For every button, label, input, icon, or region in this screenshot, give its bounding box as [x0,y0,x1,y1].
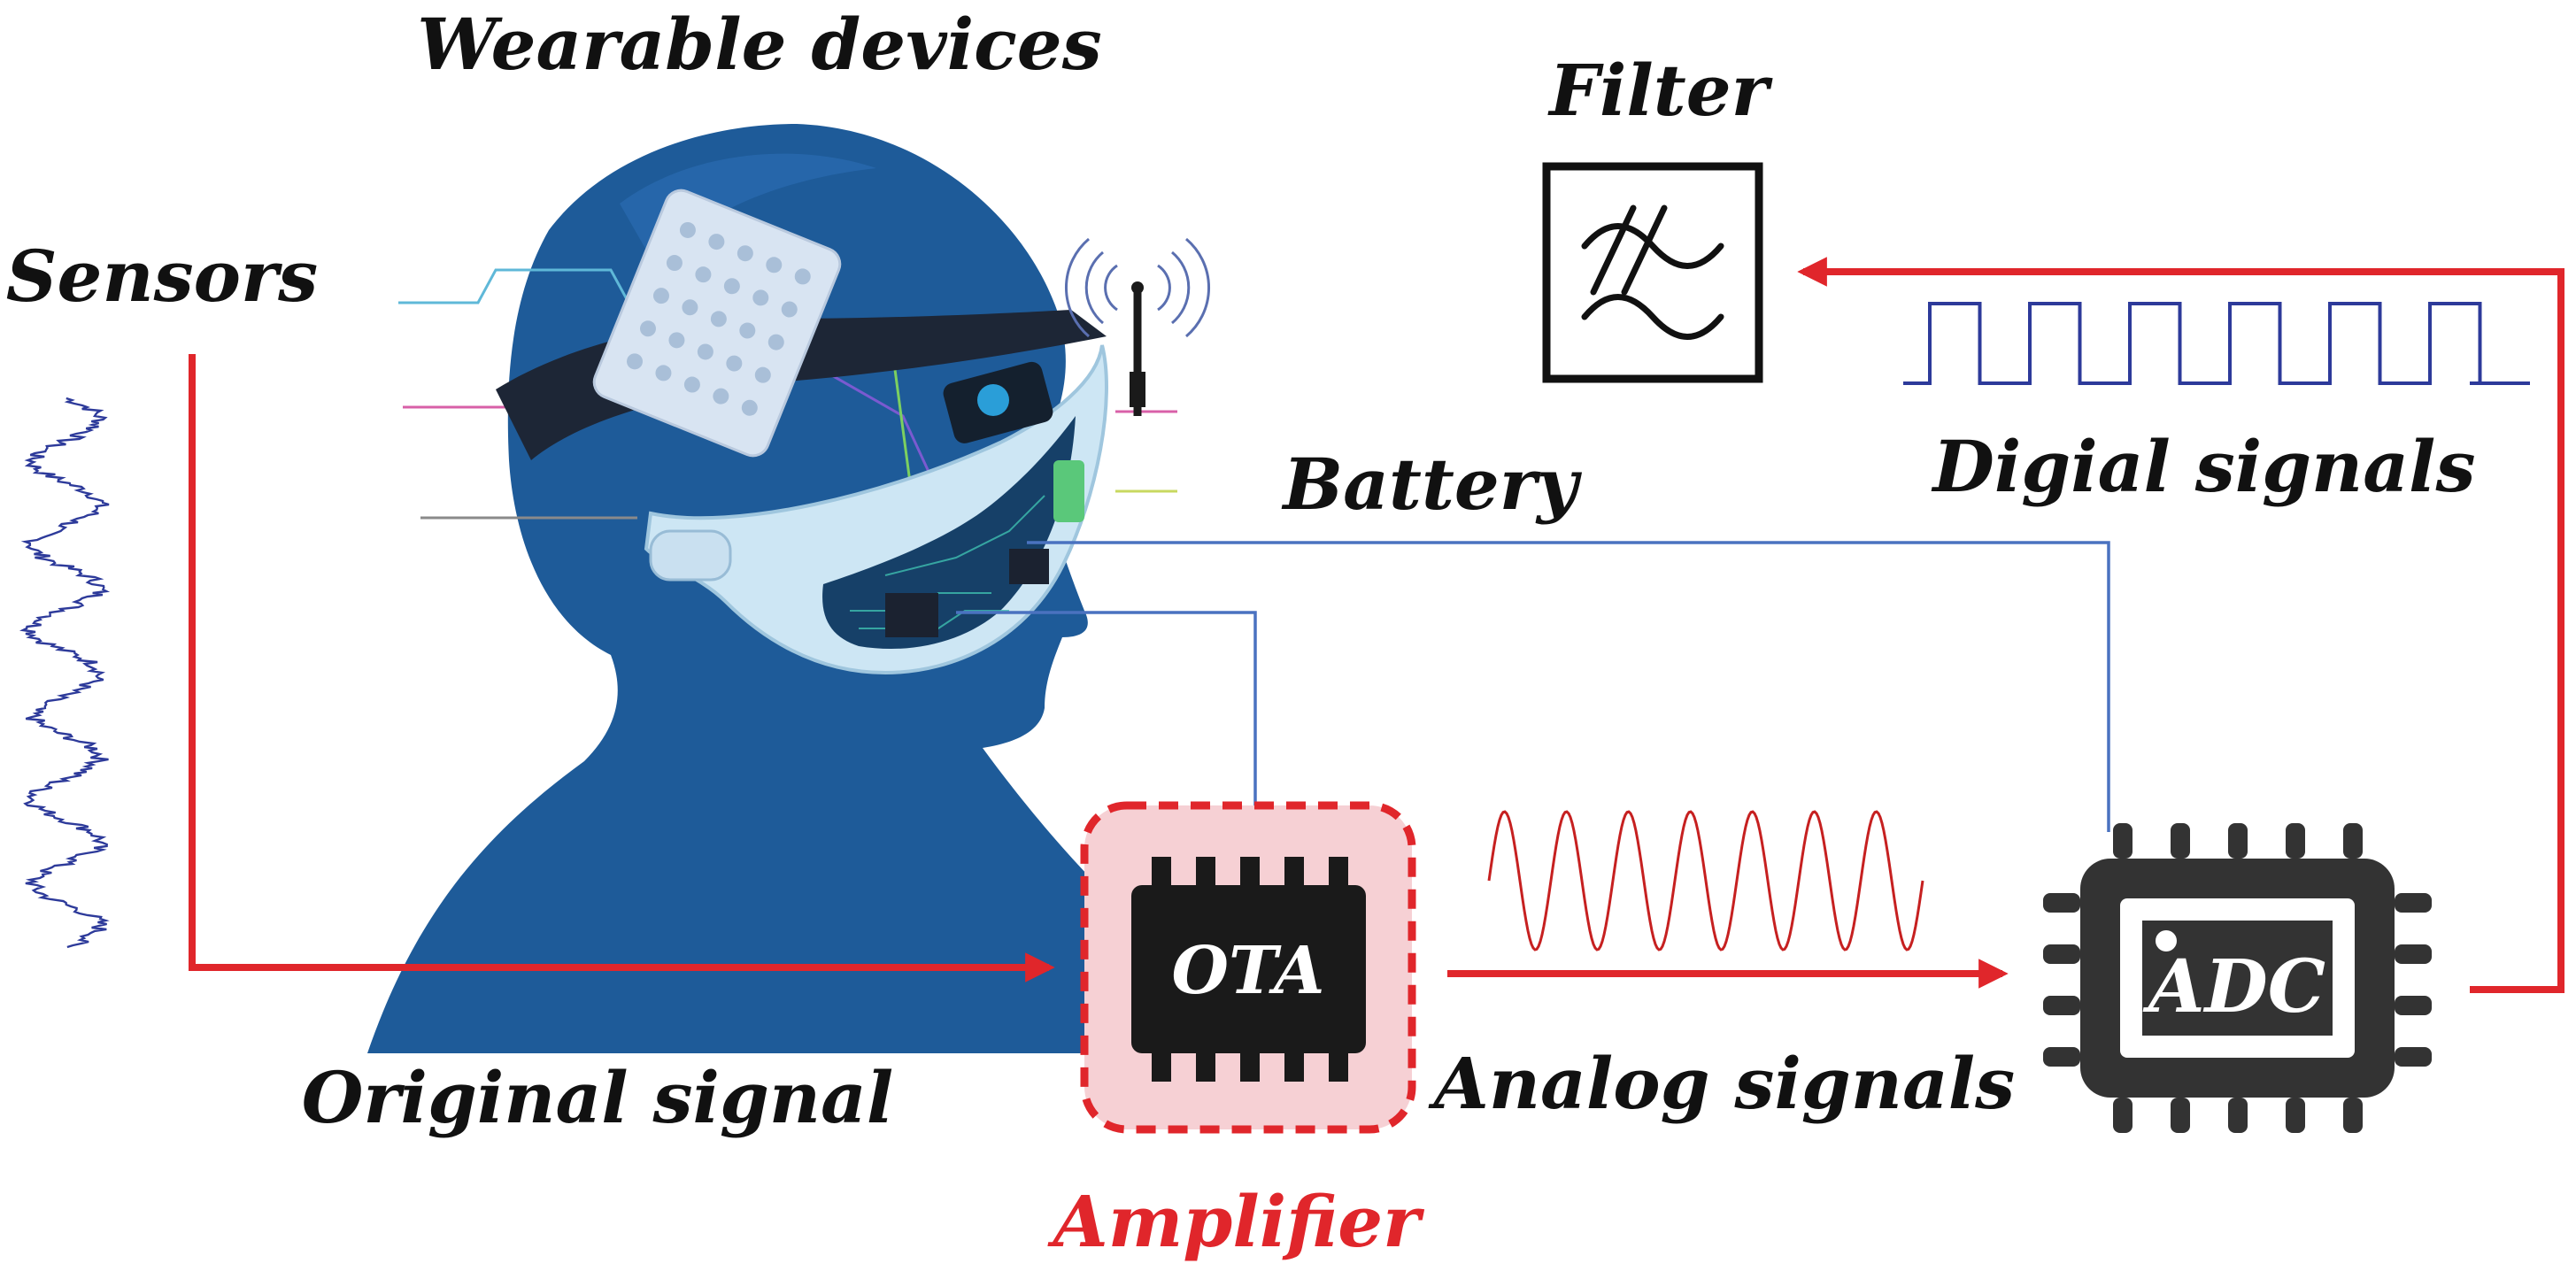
adc-chip-pin [2113,823,2133,859]
adc-chip-pin [2043,996,2080,1015]
ota-chip-pin [1152,857,1171,885]
digital-signals-label: Digial signals [1932,425,2476,508]
visor-goggles [644,344,1108,675]
ota-chip-pin [1196,857,1215,885]
filter-label: Filter [1547,49,1772,132]
ota-chip-label: OTA [1172,933,1325,1009]
ota-chip-pin [1284,1053,1304,1082]
adc-chip-pin [2228,1098,2248,1133]
ota-chip-pin [1284,857,1304,885]
filter-symbol-icon [1542,162,1763,383]
ota-chip-pin [1240,1053,1260,1082]
adc-chip-pin [2043,893,2080,913]
adc-chip-pin [2343,823,2363,859]
ota-chip-pin [1152,1053,1171,1082]
analog-signal-waveform [1487,810,1924,952]
digital-signal-waveform [1903,302,2530,385]
ota-chip-icon [1131,857,1366,1082]
sensor-patch-icon [592,189,842,458]
adc-chip-pin [2395,944,2432,964]
battery-label: Battery [1282,443,1583,526]
signal-flow-arrows [189,257,2564,993]
adc-chip-pin [2113,1098,2133,1133]
adc-chip-pin [2043,944,2080,964]
amplifier-label: Amplifier [1047,1180,1425,1263]
adc-chip-pin [2286,823,2305,859]
adc-chip-pin [2395,996,2432,1015]
ota-chip-pin [1196,1053,1215,1082]
sensor-to-amplifier-arrow [189,354,1055,982]
adc-chip-label: ADC [2142,944,2325,1029]
ota-chip-pin [1329,1053,1348,1082]
adc-chip-pin [2228,823,2248,859]
adc-to-filter-arrow [1797,257,2564,993]
wireless-antenna-icon [1064,237,1211,416]
sensors-label: Sensors [6,235,318,318]
adc-chip-pin [2343,1098,2363,1133]
original-signal-label: Original signal [302,1056,894,1139]
original-signal-waveform [19,397,111,949]
chip-connection-wires [956,541,2110,850]
analog-signals-label: Analog signals [1428,1042,2015,1125]
adc-chip-pin [2286,1098,2305,1133]
adc-chip-pin [2395,1047,2432,1067]
adc-chip-pin [2043,1047,2080,1067]
adc-chip-pin [2395,893,2432,913]
ota-chip-pin [1240,857,1260,885]
ota-chip-pin [1329,857,1348,885]
wearable-devices-label: Wearable devices [417,3,1101,86]
adc-chip-icon [2043,823,2432,1133]
adc-chip-pin [2171,823,2190,859]
adc-chip-pin [2171,1098,2190,1133]
